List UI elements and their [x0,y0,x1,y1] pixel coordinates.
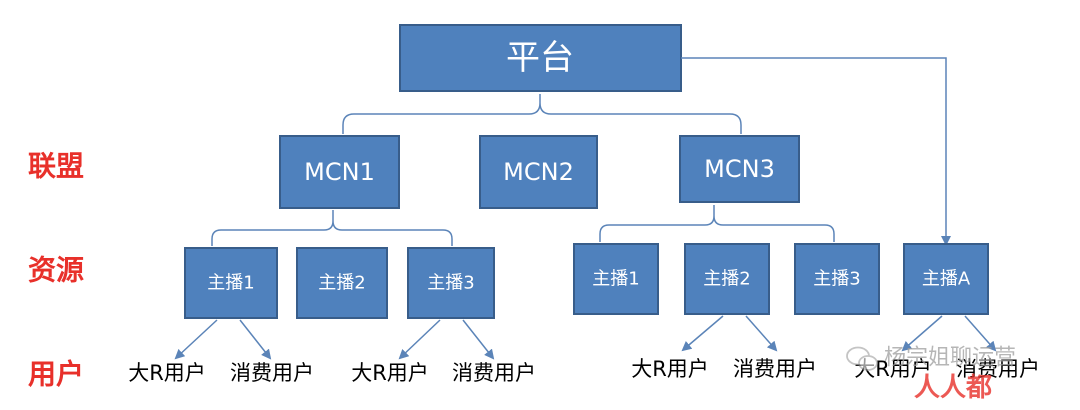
arrow-mcn1-anchor1-bigr [174,319,218,360]
mcn1-brace [211,210,453,246]
arrow-mcn1-anchor3-bigr [398,319,441,360]
user-consumer-4: 消费用户 [956,357,1040,381]
mcn1-anchor-1-label: 主播1 [207,273,254,294]
row-label-users: 用户 [28,358,84,391]
row-label-alliance: 联盟 [28,150,84,183]
user-consumer-1: 消费用户 [230,361,314,385]
user-consumer-3: 消费用户 [733,357,817,381]
mcn3-anchor-2-label: 主播2 [703,269,750,290]
user-big-r-3: 大R用户 [631,357,709,381]
mcn3-brace [599,205,835,242]
row-label-resources: 资源 [28,254,84,287]
mcn1-anchor-2-node: 主播2 [296,247,388,319]
user-consumer-2: 消费用户 [452,361,536,385]
mcn3-anchor-2-node: 主播2 [684,243,770,315]
wechat-icon [846,346,878,371]
mcn2-label: MCN2 [503,158,574,186]
arrow-mcn1-anchor3-consumer [462,319,495,360]
watermark-logo: 人人都 [914,373,992,403]
mcn3-anchor-3-label: 主播3 [813,269,860,290]
watermark: 杨宗姐聊运营 人人都 [846,346,1016,403]
mcn2-node: MCN2 [479,135,598,209]
anchor-a-label: 主播A [922,269,971,290]
mcn1-label: MCN1 [304,158,375,186]
mcn3-node: MCN3 [679,135,800,203]
user-big-r-2: 大R用户 [351,361,429,385]
mcn3-label: MCN3 [704,155,775,183]
anchor-a-node: 主播A [903,243,989,315]
mcn1-anchor-3-node: 主播3 [407,247,495,319]
arrow-mcn3-anchor2-consumer [745,315,778,352]
user-big-r-1: 大R用户 [128,361,206,385]
arrow-anchor-a-consumer [964,315,997,352]
arrow-anchor-a-bigr [901,315,943,352]
mcn3-anchor-1-label: 主播1 [592,269,639,290]
platform-brace [342,94,742,134]
arrow-mcn3-anchor2-bigr [681,315,724,352]
watermark-text: 杨宗姐聊运营 [884,346,1016,371]
platform-node: 平台 [399,24,682,92]
arrow-mcn1-anchor1-consumer [239,319,272,360]
platform-to-anchor-a-connector [681,57,951,246]
mcn3-anchor-3-node: 主播3 [794,243,880,315]
mcn1-anchor-2-label: 主播2 [318,273,365,294]
mcn1-anchor-3-label: 主播3 [427,273,474,294]
mcn1-node: MCN1 [279,135,400,209]
mcn3-anchor-1-node: 主播1 [573,243,659,315]
mcn1-anchor-1-node: 主播1 [184,247,278,319]
platform-label: 平台 [506,38,574,78]
